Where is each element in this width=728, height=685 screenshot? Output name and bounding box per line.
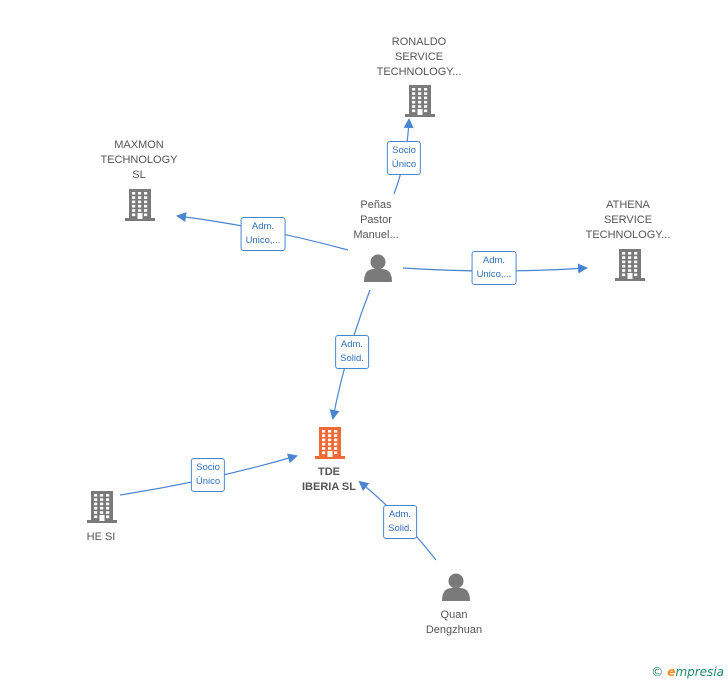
ronaldo-label-line: SERVICE [394,51,444,63]
athena-label-line: SERVICE [603,214,653,226]
quan-label-line: Quan [440,609,468,621]
edge-label-line: Unico,... [245,235,281,246]
edge-label-penas-maxmon[interactable]: Adm. Unico,... [240,217,286,251]
edge-label-line: Adm. [251,221,275,232]
maxmon-label[interactable]: MAXMON TECHNOLOGY SL [100,138,177,183]
ronaldo-label-line: RONALDO [391,36,447,48]
athena-building-icon[interactable] [615,249,645,281]
maxmon-label-line: MAXMON [114,139,164,151]
edge-label-line: Solid. [388,523,412,534]
empresia-logo: ©empresia [651,665,724,679]
quan-person-icon[interactable] [442,573,470,602]
edge-label-line: Único [391,159,417,170]
athena-label-line: TECHNOLOGY... [585,229,671,241]
penas-label-line: Peñas [360,199,392,211]
edge-label-line: Adm. [482,255,506,266]
edge-label-line: Socio [392,145,416,156]
tde-label[interactable]: TDE IBERIA SL [302,465,356,495]
ronaldo-label[interactable]: RONALDO SERVICE TECHNOLOGY... [377,35,462,80]
edge-label-penas-athena[interactable]: Adm. Unico,... [471,251,517,285]
tde-building-icon[interactable] [315,427,345,459]
ronaldo-label-line: TECHNOLOGY... [376,66,462,78]
maxmon-building-icon[interactable] [125,189,155,221]
edge-label-line: Solid. [340,353,364,364]
maxmon-label-line: SL [132,169,146,181]
penas-label-line: Manuel... [353,229,399,241]
athena-label[interactable]: ATHENA SERVICE TECHNOLOGY... [586,198,671,243]
edge-label-line: Único [195,476,221,487]
edge-label-line: Adm. [340,339,364,350]
penas-label-line: Pastor [360,214,392,226]
brand-initial: e [667,665,676,679]
quan-label-line: Dengzhuan [425,624,483,636]
hesi-building-icon[interactable] [87,491,117,523]
hesi-label-line: HE SI [86,531,116,543]
edge-label-quan-tde[interactable]: Adm. Solid. [383,505,417,539]
brand-name: mpresia [675,665,724,679]
ronaldo-building-icon[interactable] [405,85,435,117]
tde-label-line: TDE [318,466,340,478]
copyright-mark: © [651,665,664,679]
tde-label-line: IBERIA SL [302,481,356,493]
athena-label-line: ATHENA [606,199,650,211]
edge-label-line: Adm. [388,509,412,520]
edge-label-penas-tde[interactable]: Adm. Solid. [335,335,369,369]
maxmon-label-line: TECHNOLOGY [100,154,178,166]
edge-label-line: Socio [196,462,220,473]
hesi-label[interactable]: HE SI [87,530,116,545]
penas-person-icon[interactable] [364,254,392,283]
edge-label-line: Unico,... [476,269,512,280]
